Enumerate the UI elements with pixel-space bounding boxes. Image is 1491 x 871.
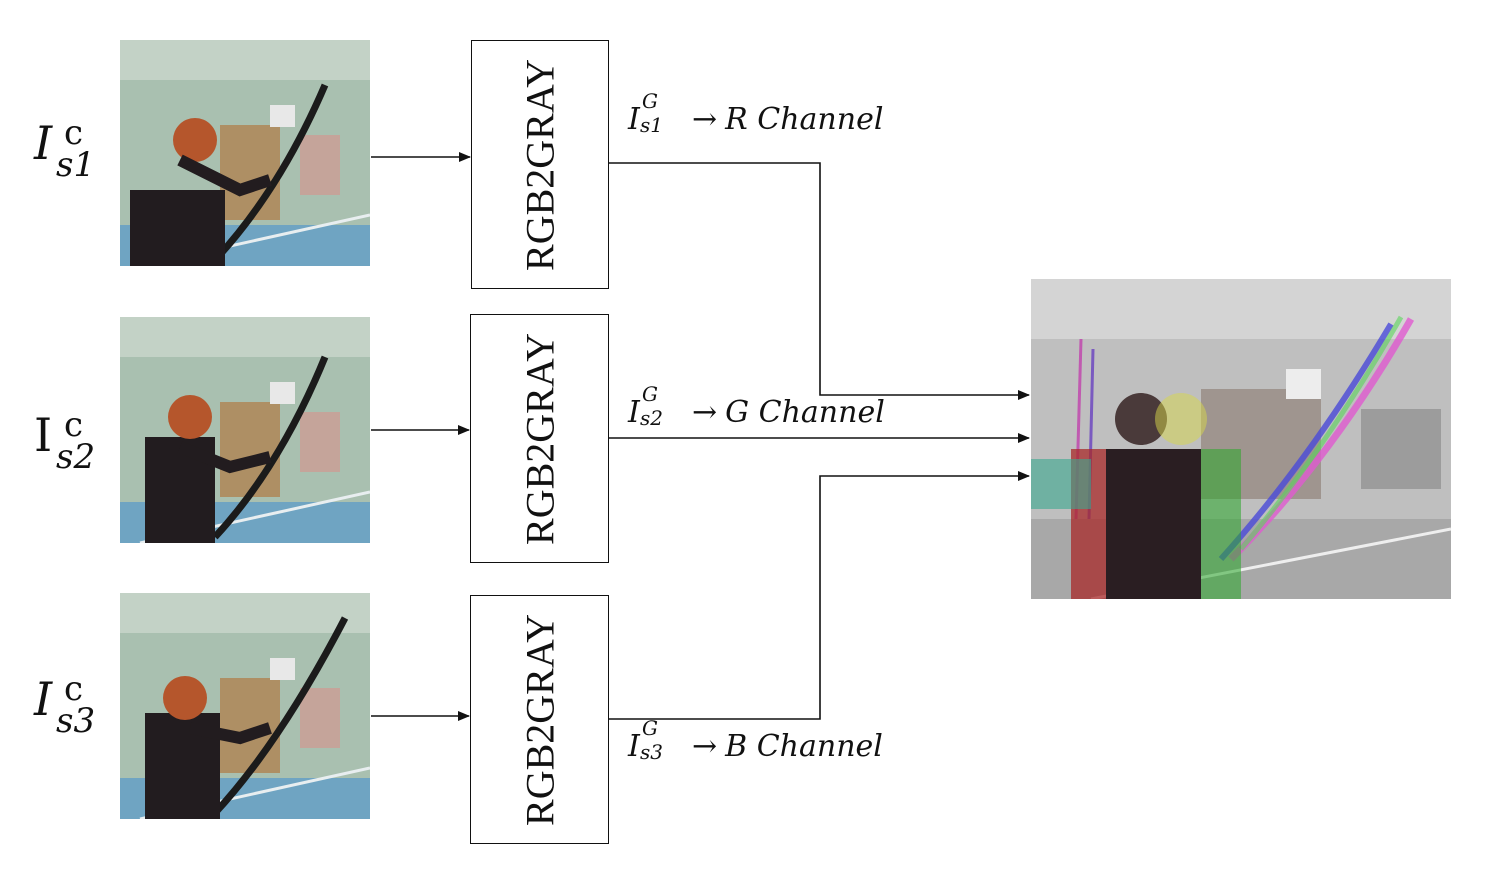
r-channel-path	[609, 162, 1030, 400]
output-merged-frame	[1031, 279, 1451, 599]
rgb2gray-box-3: RGB2GRAY	[470, 595, 609, 844]
rgb2gray-label-3: RGB2GRAY	[517, 613, 562, 826]
rgb2gray-label-1: RGB2GRAY	[517, 58, 563, 271]
input-frame-1	[120, 40, 370, 266]
input-frame-3	[120, 593, 370, 819]
input-frame-2	[120, 317, 370, 543]
rgb2gray-box-2: RGB2GRAY	[470, 314, 609, 563]
rgb2gray-box-1: RGB2GRAY	[471, 40, 609, 289]
b-channel-path	[609, 471, 1030, 720]
rgb2gray-label-2: RGB2GRAY	[517, 332, 562, 545]
